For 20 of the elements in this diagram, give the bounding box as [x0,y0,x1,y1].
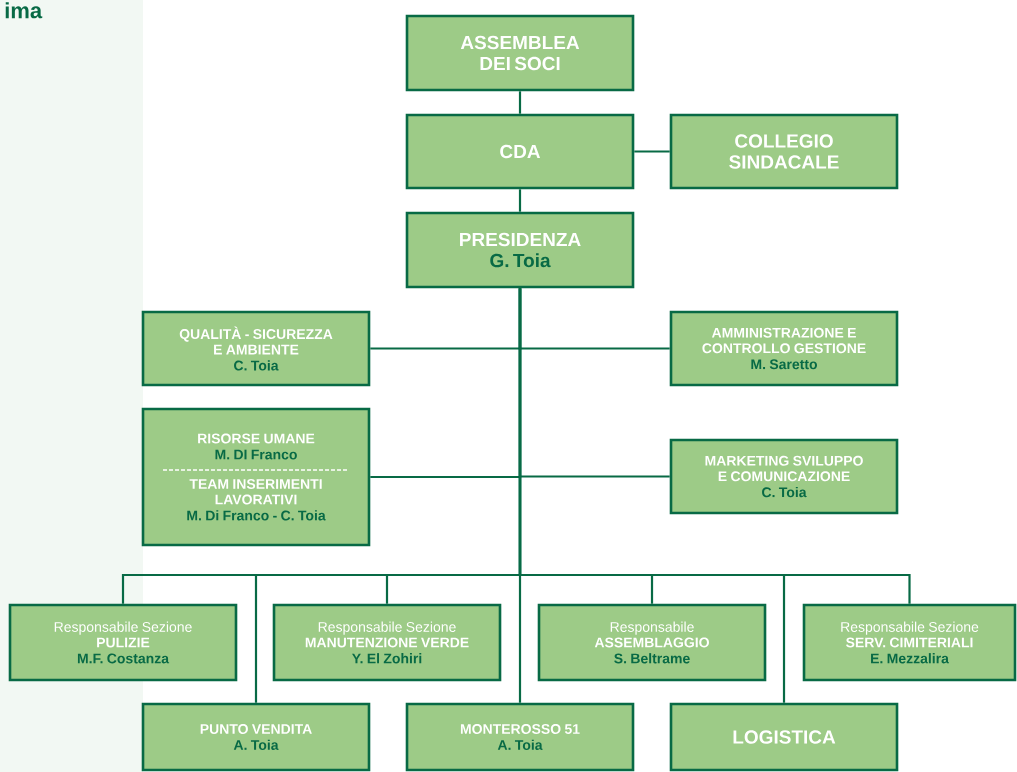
connector-line [518,288,911,604]
connector-line [518,189,522,212]
org-box: QUALITÀ - SICUREZZA E AMBIENTE C. Toia [141,310,371,387]
org-box: Responsabile ASSEMBLAGGIO S. Beltrame [537,603,767,682]
org-box: AMMINISTRAZIONE E CONTROLLO GESTIONE M. Saretto [669,310,899,387]
org-box: Responsabile Sezione MANUTENZIONE VERDE Y. El Zohiri [272,603,502,682]
org-box: COLLEGIO SINDACALE [669,113,899,190]
org-box: PUNTO VENDITA A. Toia [141,702,371,772]
org-box: Responsabile Sezione SERV. CIMITERIALI E. Mezzalira [802,603,1017,682]
connector-line [634,150,670,153]
org-box: RISORSE UMANE M. DI Franco TEAM INSERIMENTI LAVORATIVI M. Di Franco - C. Toia [141,407,371,547]
title: ima [5,2,43,19]
org-box: Responsabile Sezione PULIZIE M.F. Costanza [8,603,238,682]
connector-line [518,91,522,114]
org-box: ASSEMBLEA DEI SOCI [405,14,635,92]
org-box: LOGISTICA [669,702,899,772]
org-box: PRESIDENZA G. Toia [405,211,635,289]
org-box: MONTEROSSO 51 A. Toia [405,702,635,772]
org-box: MARKETING SVILUPPO E COMUNICAZIONE C. Toia [669,438,899,515]
org-box: CDA [405,113,635,190]
